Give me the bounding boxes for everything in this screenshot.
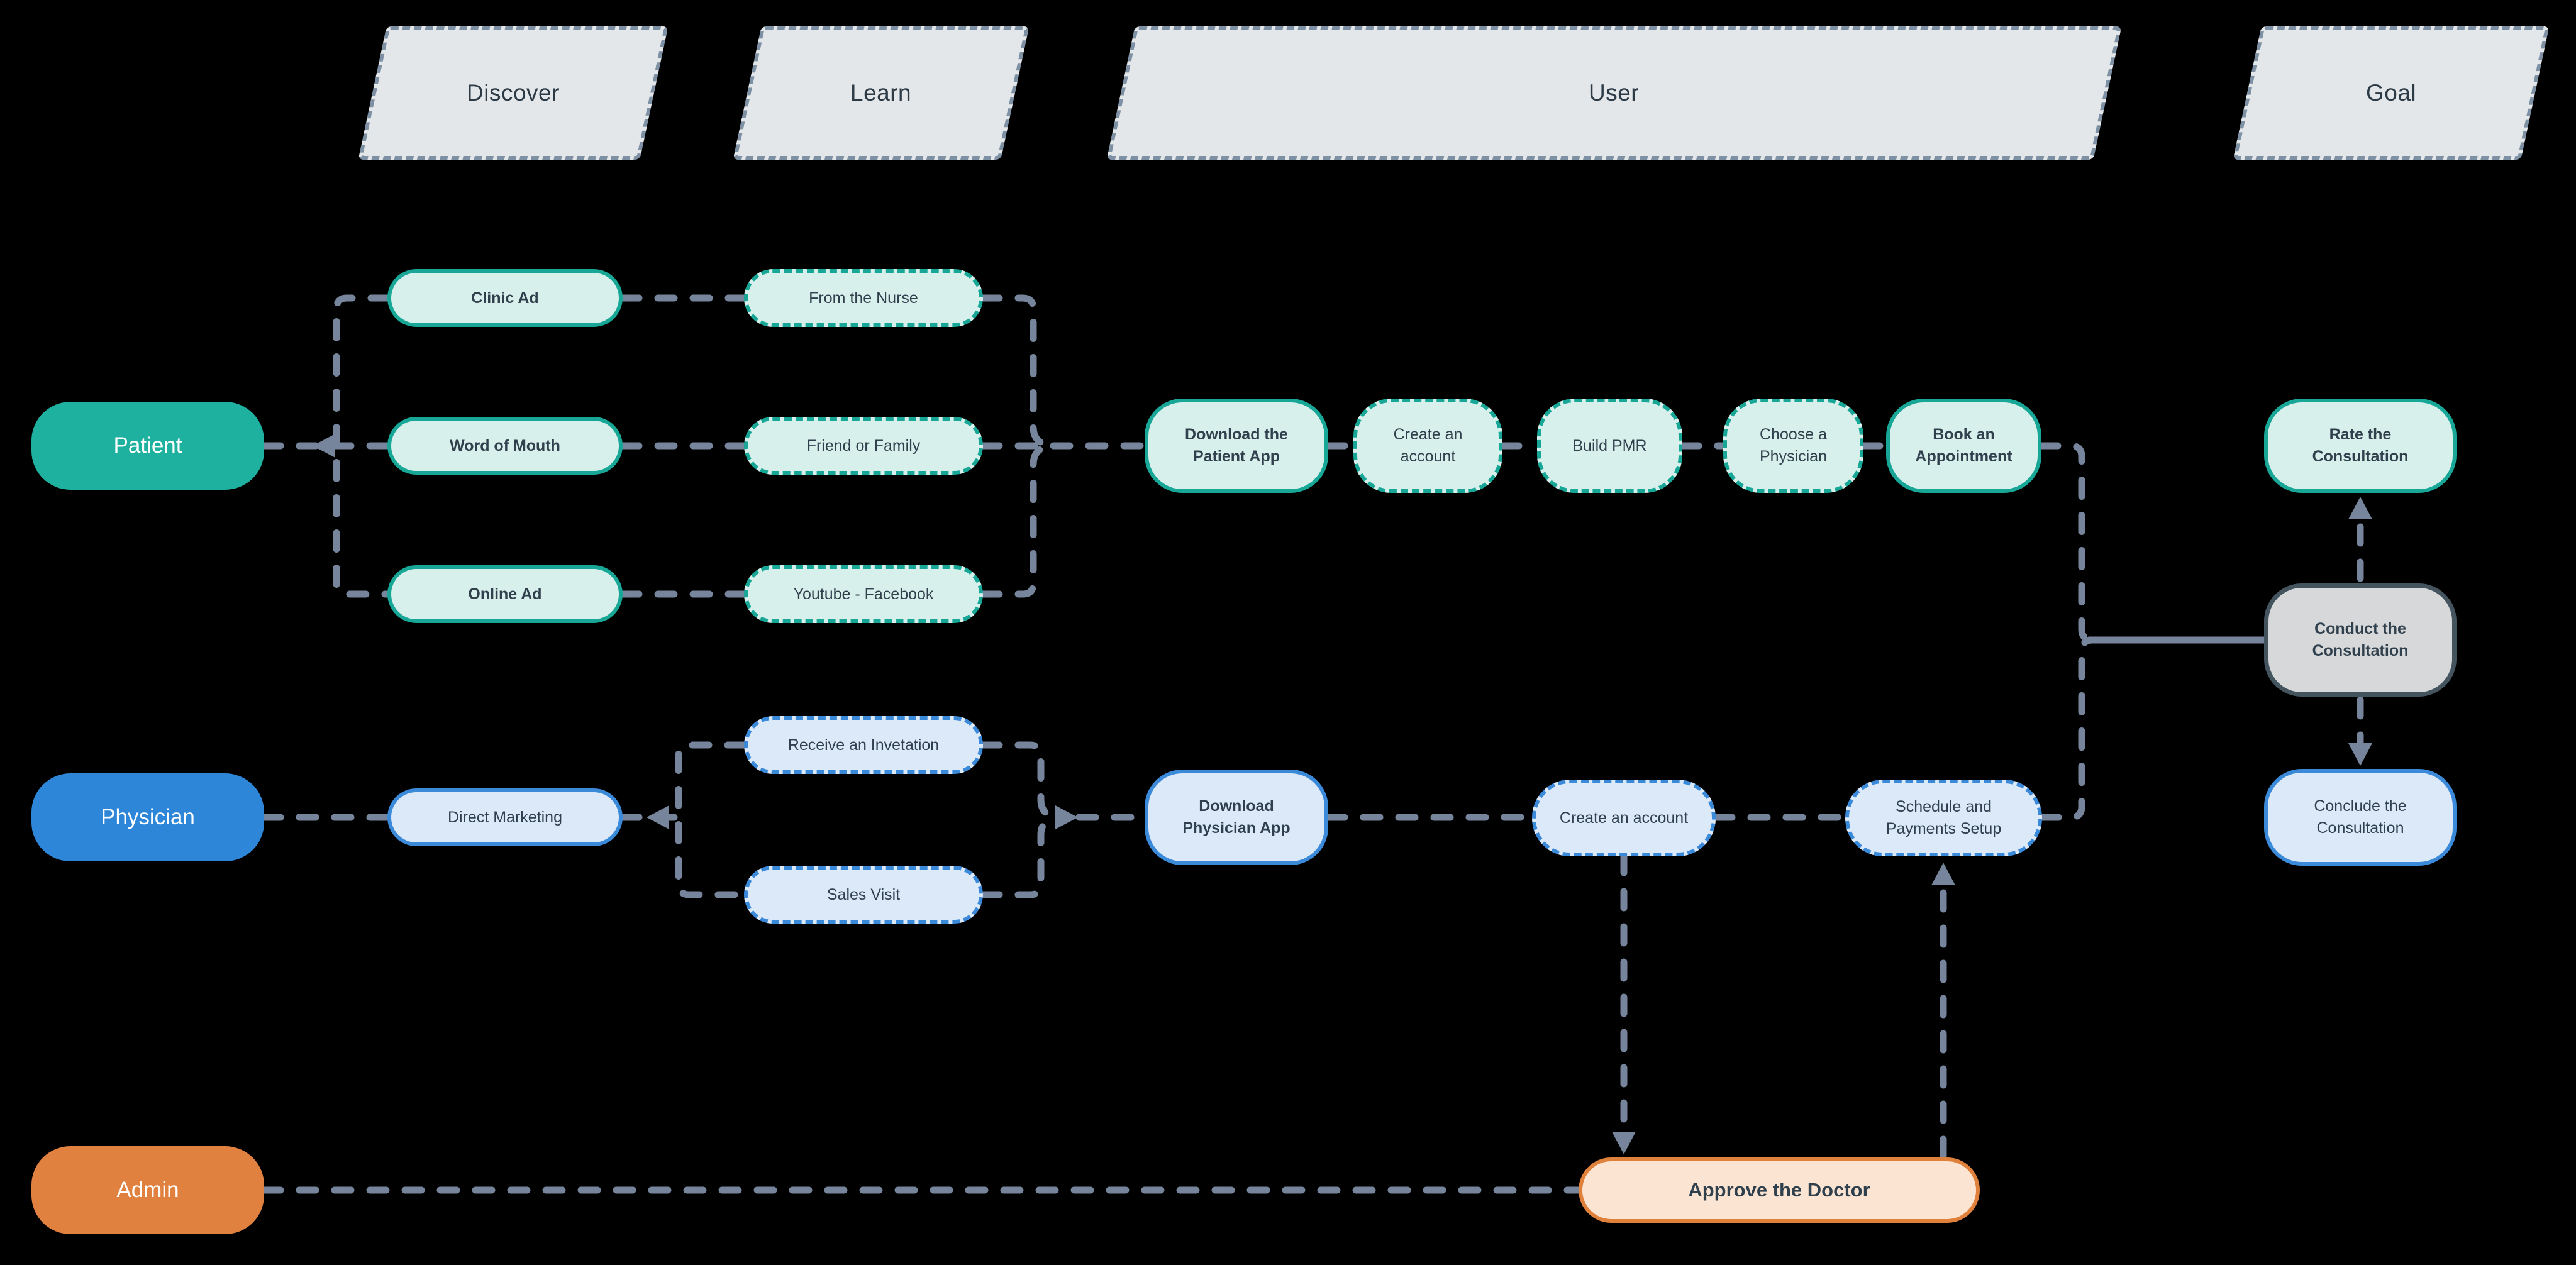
node-schedule-payments-label: Schedule and Payments Setup (1885, 798, 2002, 837)
node-sales-visit[interactable]: Sales Visit (744, 866, 983, 924)
node-clinic-ad-label: Clinic Ad (471, 289, 539, 307)
node-build-pmr[interactable]: Build PMR (1537, 399, 1682, 493)
node-receive-invitation[interactable]: Receive an Invetation (744, 716, 983, 774)
node-choose-physician[interactable]: Choose a Physician (1723, 399, 1863, 493)
node-download-patient-app[interactable]: Download the Patient App (1145, 399, 1328, 493)
connector-learn-spine-top (979, 294, 1049, 448)
node-word-of-mouth-label: Word of Mouth (450, 436, 560, 455)
node-schedule-payments[interactable]: Schedule and Payments Setup (1845, 780, 2042, 856)
stage-header-discover[interactable]: Discover (358, 26, 669, 160)
node-choose-physician-label: Choose a Physician (1759, 426, 1828, 465)
node-friend-or-family-label: Friend or Family (806, 436, 921, 455)
node-physician-create-account[interactable]: Create an account (1532, 780, 1716, 856)
node-sales-visit-label: Sales Visit (826, 885, 901, 903)
persona-admin-label: Admin (116, 1178, 179, 1202)
connector-discover-spine (333, 294, 391, 598)
node-conduct-consultation[interactable]: Conduct the Consultation (2264, 583, 2457, 697)
persona-patient[interactable]: Patient (31, 402, 264, 490)
stage-header-user[interactable]: User (1106, 26, 2122, 160)
node-online-ad-label: Online Ad (468, 585, 542, 603)
node-conduct-consultation-label: Conduct the Consultation (2312, 620, 2409, 660)
node-book-appointment[interactable]: Book an Appointment (1886, 399, 2041, 493)
node-download-physician-app[interactable]: Download Physician App (1145, 770, 1328, 865)
node-direct-marketing-label: Direct Marketing (448, 808, 562, 826)
stage-header-learn-label: Learn (850, 80, 912, 106)
arrow-right-to-physician-app (1055, 805, 1078, 829)
node-youtube-facebook[interactable]: Youtube - Facebook (744, 565, 983, 623)
node-download-physician-app-label: Download Physician App (1182, 797, 1291, 837)
node-build-pmr-label: Build PMR (1572, 436, 1647, 455)
node-word-of-mouth[interactable]: Word of Mouth (387, 417, 623, 475)
connector-physician-sources-spine (675, 741, 748, 898)
persona-physician-label: Physician (101, 805, 195, 829)
node-rate-consultation[interactable]: Rate the Consultation (2264, 399, 2457, 493)
node-online-ad[interactable]: Online Ad (387, 565, 623, 623)
node-from-the-nurse-label: From the Nurse (809, 289, 918, 307)
arrow-left-to-marketing (647, 805, 669, 829)
persona-admin[interactable]: Admin (31, 1146, 264, 1234)
stage-header-learn[interactable]: Learn (733, 26, 1030, 160)
connector-schedule-to-junction (2038, 636, 2097, 821)
persona-physician[interactable]: Physician (31, 773, 264, 861)
node-book-appointment-label: Book an Appointment (1915, 426, 2012, 465)
arrow-up-to-rate (2348, 497, 2372, 519)
connector-salesvisit-merge (979, 814, 1057, 898)
stage-header-goal-label: Goal (2365, 80, 2417, 106)
node-approve-doctor[interactable]: Approve the Doctor (1579, 1157, 1980, 1223)
node-conclude-consultation-label: Conclude the Consultation (2314, 797, 2407, 837)
connector-learn-spine-bottom (979, 443, 1049, 598)
stage-header-goal[interactable]: Goal (2233, 26, 2550, 160)
node-rate-consultation-label: Rate the Consultation (2312, 426, 2409, 465)
arrow-up-to-schedule (1931, 863, 1955, 885)
node-friend-or-family[interactable]: Friend or Family (744, 417, 983, 475)
arrow-down-to-conclude (2348, 743, 2372, 766)
connector-invitation-merge (979, 741, 1057, 820)
node-direct-marketing[interactable]: Direct Marketing (387, 788, 623, 846)
arrow-down-to-approve (1612, 1132, 1636, 1154)
node-from-the-nurse[interactable]: From the Nurse (744, 269, 983, 327)
node-download-patient-app-label: Download the Patient App (1185, 426, 1288, 465)
stage-header-user-label: User (1589, 80, 1640, 106)
node-receive-invitation-label: Receive an Invetation (787, 736, 940, 754)
node-patient-create-account[interactable]: Create an account (1353, 399, 1502, 493)
arrow-left-to-patient (313, 434, 335, 458)
stage-header-discover-label: Discover (467, 80, 560, 106)
node-patient-create-account-label: Create an account (1393, 426, 1463, 465)
connector-book-to-junction (2038, 442, 2097, 644)
node-physician-create-account-label: Create an account (1559, 809, 1689, 827)
node-approve-doctor-label: Approve the Doctor (1688, 1179, 1870, 1201)
node-conclude-consultation[interactable]: Conclude the Consultation (2264, 769, 2457, 866)
persona-patient-label: Patient (113, 433, 182, 458)
node-clinic-ad[interactable]: Clinic Ad (387, 269, 623, 327)
node-youtube-facebook-label: Youtube - Facebook (793, 585, 934, 603)
